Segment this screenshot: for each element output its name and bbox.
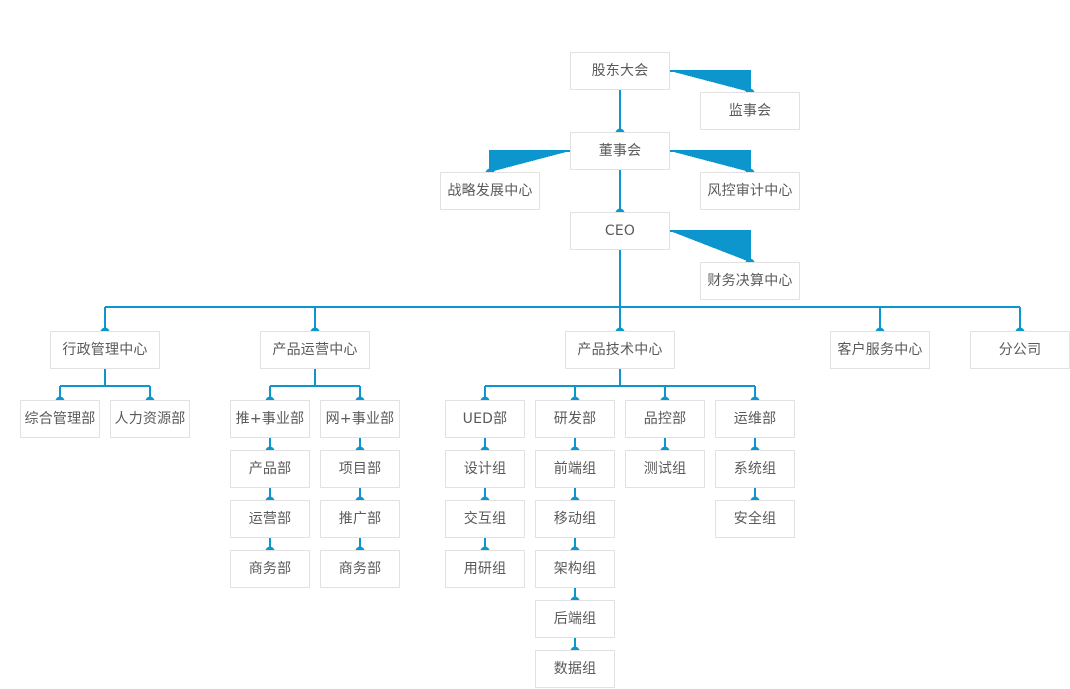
node-backend-group[interactable]: 后端组 bbox=[535, 600, 615, 638]
node-product-dept[interactable]: 产品部 bbox=[230, 450, 310, 488]
node-label: 产品技术中心 bbox=[577, 342, 663, 358]
node-architecture-group[interactable]: 架构组 bbox=[535, 550, 615, 588]
node-label: 风控审计中心 bbox=[707, 183, 793, 199]
node-label: 用研组 bbox=[463, 561, 507, 577]
node-label: 设计组 bbox=[463, 461, 507, 477]
node-label: 产品部 bbox=[248, 461, 292, 477]
edge-board-to-risk bbox=[670, 150, 751, 172]
node-promotion-dept[interactable]: 推广部 bbox=[320, 500, 400, 538]
node-ued-dept[interactable]: UED部 bbox=[445, 400, 525, 438]
edge-shareholders-to-supervisory bbox=[670, 70, 751, 92]
node-label: 推+事业部 bbox=[235, 411, 305, 427]
node-label: 产品运营中心 bbox=[272, 342, 358, 358]
node-customer-service-center[interactable]: 客户服务中心 bbox=[830, 331, 930, 369]
node-label: 交互组 bbox=[463, 511, 507, 527]
node-admin-center[interactable]: 行政管理中心 bbox=[50, 331, 160, 369]
node-wang-plus-division[interactable]: 网+事业部 bbox=[320, 400, 400, 438]
node-label: 商务部 bbox=[248, 561, 292, 577]
node-quality-control-dept[interactable]: 品控部 bbox=[625, 400, 705, 438]
node-general-management-dept[interactable]: 综合管理部 bbox=[20, 400, 100, 438]
node-risk-audit-center[interactable]: 风控审计中心 bbox=[700, 172, 800, 210]
edge-ceo-to-finance bbox=[670, 230, 751, 262]
node-label: 监事会 bbox=[728, 103, 772, 119]
node-label: 安全组 bbox=[733, 511, 777, 527]
node-shareholders-meeting[interactable]: 股东大会 bbox=[570, 52, 670, 90]
node-testing-group[interactable]: 测试组 bbox=[625, 450, 705, 488]
node-board-of-directors[interactable]: 董事会 bbox=[570, 132, 670, 170]
node-devops-dept[interactable]: 运维部 bbox=[715, 400, 795, 438]
node-interaction-group[interactable]: 交互组 bbox=[445, 500, 525, 538]
node-mobile-group[interactable]: 移动组 bbox=[535, 500, 615, 538]
node-label: 综合管理部 bbox=[24, 411, 96, 427]
node-security-group[interactable]: 安全组 bbox=[715, 500, 795, 538]
node-label: 数据组 bbox=[553, 661, 597, 677]
node-label: 推广部 bbox=[338, 511, 382, 527]
node-label: 董事会 bbox=[598, 143, 642, 159]
edge-board-to-strategy bbox=[489, 150, 570, 172]
node-product-operations-center[interactable]: 产品运营中心 bbox=[260, 331, 370, 369]
node-frontend-group[interactable]: 前端组 bbox=[535, 450, 615, 488]
node-business-dept-a[interactable]: 商务部 bbox=[230, 550, 310, 588]
node-rnd-dept[interactable]: 研发部 bbox=[535, 400, 615, 438]
node-finance-settlement-center[interactable]: 财务决算中心 bbox=[700, 262, 800, 300]
node-user-research-group[interactable]: 用研组 bbox=[445, 550, 525, 588]
node-label: 分公司 bbox=[998, 342, 1042, 358]
node-branch-company[interactable]: 分公司 bbox=[970, 331, 1070, 369]
node-ceo[interactable]: CEO bbox=[570, 212, 670, 250]
node-data-group[interactable]: 数据组 bbox=[535, 650, 615, 688]
node-strategy-development-center[interactable]: 战略发展中心 bbox=[440, 172, 540, 210]
node-label: 系统组 bbox=[733, 461, 777, 477]
node-label: 行政管理中心 bbox=[62, 342, 148, 358]
node-label: 人力资源部 bbox=[114, 411, 186, 427]
node-label: 商务部 bbox=[338, 561, 382, 577]
node-label: 测试组 bbox=[643, 461, 687, 477]
node-label: 网+事业部 bbox=[325, 411, 395, 427]
node-business-dept-b[interactable]: 商务部 bbox=[320, 550, 400, 588]
node-project-dept[interactable]: 项目部 bbox=[320, 450, 400, 488]
node-label: 品控部 bbox=[643, 411, 687, 427]
node-label: 运营部 bbox=[248, 511, 292, 527]
node-operations-dept[interactable]: 运营部 bbox=[230, 500, 310, 538]
node-human-resources-dept[interactable]: 人力资源部 bbox=[110, 400, 190, 438]
node-label: 前端组 bbox=[553, 461, 597, 477]
node-label: 股东大会 bbox=[591, 63, 649, 79]
node-label: 架构组 bbox=[553, 561, 597, 577]
node-label: 后端组 bbox=[553, 611, 597, 627]
node-label: 客户服务中心 bbox=[837, 342, 923, 358]
node-label: 研发部 bbox=[553, 411, 597, 427]
node-supervisory-board[interactable]: 监事会 bbox=[700, 92, 800, 130]
node-label: 项目部 bbox=[338, 461, 382, 477]
node-tui-plus-division[interactable]: 推+事业部 bbox=[230, 400, 310, 438]
node-label: 运维部 bbox=[733, 411, 777, 427]
node-label: 财务决算中心 bbox=[707, 273, 793, 289]
node-label: UED部 bbox=[462, 411, 508, 427]
node-label: 战略发展中心 bbox=[447, 183, 533, 199]
node-design-group[interactable]: 设计组 bbox=[445, 450, 525, 488]
node-label: 移动组 bbox=[553, 511, 597, 527]
node-product-tech-center[interactable]: 产品技术中心 bbox=[565, 331, 675, 369]
node-label: CEO bbox=[604, 223, 636, 239]
node-system-group[interactable]: 系统组 bbox=[715, 450, 795, 488]
